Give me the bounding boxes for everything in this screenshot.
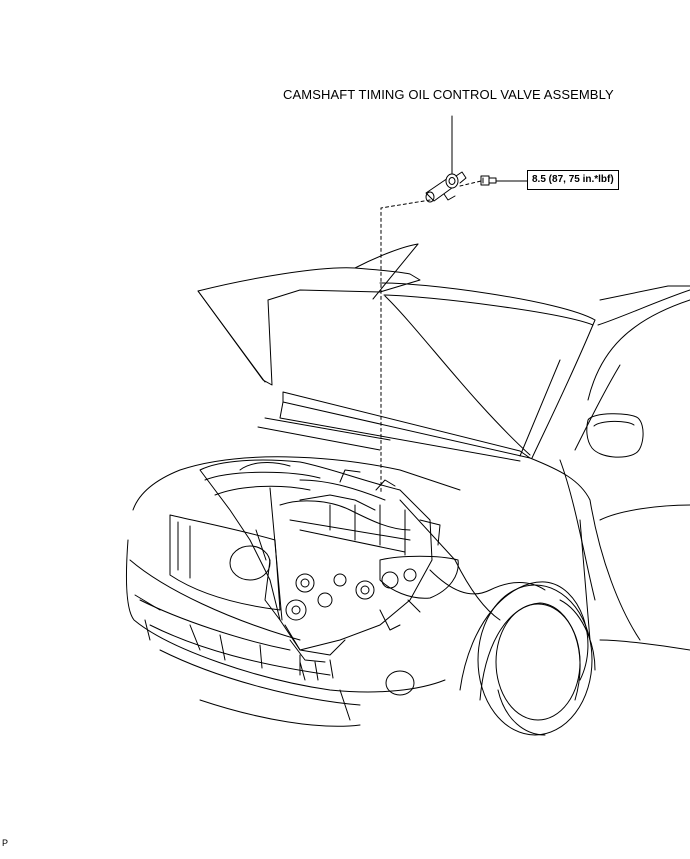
engine-assembly	[200, 460, 440, 680]
hood-support-rod	[270, 488, 282, 620]
grille	[170, 515, 280, 610]
part-name-label: CAMSHAFT TIMING OIL CONTROL VALVE ASSEMB…	[283, 87, 614, 102]
cowl-area	[258, 286, 690, 461]
installation-path	[381, 181, 481, 492]
oil-control-valve	[426, 172, 466, 202]
front-wheel	[478, 585, 595, 735]
front-fascia	[126, 457, 460, 726]
torque-spec-box: 8.5 (87, 75 in.*lbf)	[527, 170, 619, 190]
raised-hood	[198, 244, 595, 458]
lower-bumper-details	[135, 595, 300, 675]
footer-code: P	[2, 838, 9, 848]
mounting-bolt	[481, 176, 496, 185]
side-mirror	[587, 414, 643, 457]
vehicle-body-side	[530, 300, 690, 650]
